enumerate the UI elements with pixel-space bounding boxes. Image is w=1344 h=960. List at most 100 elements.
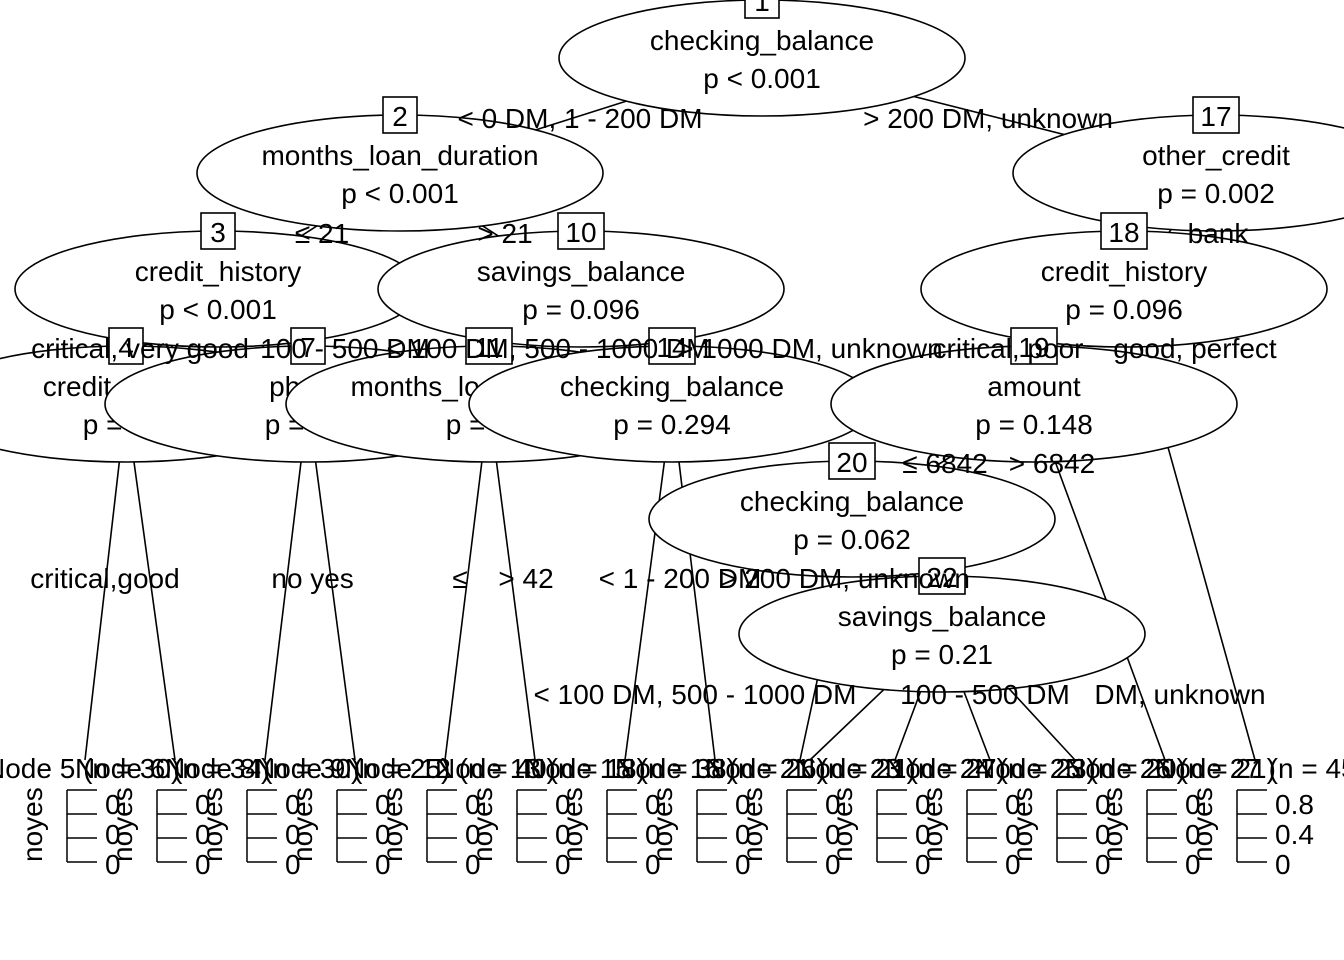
- bar-category-labels: noyes: [287, 787, 318, 862]
- terminal-node-label: Node 13 (n = 18): [435, 753, 646, 784]
- edge-line: [444, 403, 490, 761]
- bar-tick-label: 0: [915, 789, 931, 820]
- bar-tick-label: 0: [105, 849, 121, 880]
- edge-line: [84, 403, 127, 761]
- bar-tick-label: 0: [555, 819, 571, 850]
- edge-label: < 1 - 200 DM: [599, 563, 762, 594]
- edge-line: [1033, 403, 1166, 761]
- edge-label: critical, poor: [933, 333, 1084, 364]
- node-id-box: [828, 442, 876, 480]
- edge-line: [264, 403, 309, 761]
- bar-tick-label: 0: [1095, 849, 1111, 880]
- terminal-node-label: Node 12 (n = 40): [345, 753, 556, 784]
- bar-category-labels: noyes: [17, 787, 48, 862]
- bar-category-labels: noyes: [1187, 787, 1218, 862]
- bar-tick-label: 0: [1005, 789, 1021, 820]
- terminal-node-label: Node 21 (n = 21): [705, 753, 916, 784]
- node-p-value: p = 0.294: [613, 409, 731, 440]
- bar-tick-label: 0: [645, 819, 661, 850]
- node-id-box: [290, 327, 326, 365]
- edge-label: > 42: [498, 563, 553, 594]
- node-variable: credit_history: [1041, 256, 1208, 287]
- bar-tick-label: 0: [105, 819, 121, 850]
- node-variable: savings_balance: [838, 601, 1047, 632]
- node-variable: other_credit: [1142, 140, 1290, 171]
- bar-tick-label: 0.8: [1275, 789, 1314, 820]
- edge-label: ≤: [452, 563, 467, 594]
- bar-category-labels: noyes: [647, 787, 678, 862]
- bar-tick-label: 0: [1005, 849, 1021, 880]
- node-id-box: [200, 212, 236, 250]
- node-id-box: [648, 327, 696, 365]
- terminal-node-label: Node 9 (n = 25): [255, 753, 450, 784]
- edge-label: ≤ 6842: [902, 448, 987, 479]
- edge-label: critical,good: [30, 563, 179, 594]
- node-id: 7: [300, 332, 316, 363]
- node-variable: checking_balance: [740, 486, 964, 517]
- bar-tick-label: 0: [375, 789, 391, 820]
- node-id: 10: [565, 217, 596, 248]
- bar-tick-label: 0: [555, 849, 571, 880]
- bar-category-labels: noyes: [557, 787, 588, 862]
- node-id: 17: [1200, 101, 1231, 132]
- edge-line: [671, 403, 716, 761]
- edge-line: [307, 403, 356, 761]
- edge-label: > 1000 DM, unknown: [677, 333, 942, 364]
- node-p-value: p < 0.001: [159, 294, 277, 325]
- node-p-value: p = 0.096: [522, 294, 640, 325]
- edge-label: 100 - 500 DM: [900, 679, 1070, 710]
- terminal-node-label: Node 24 (n = 23): [885, 753, 1096, 784]
- terminal-node-label: Node 6 (n = 34): [75, 753, 270, 784]
- bar-tick-label: 0: [285, 849, 301, 880]
- node-id: 11: [474, 332, 503, 363]
- edge-label: > 21: [477, 218, 532, 249]
- bar-category-labels: noyes: [377, 787, 408, 862]
- node-p-value: p = 0.002: [1157, 178, 1275, 209]
- node-variable: checking_balance: [650, 25, 874, 56]
- terminal-node-label: Node 27 (n = 45): [1155, 753, 1344, 784]
- edge-label: > 200 DM, unknown: [720, 563, 970, 594]
- node-id: 22: [926, 562, 957, 593]
- node-id: 14: [656, 332, 687, 363]
- edge-label: ≤ 21: [295, 218, 349, 249]
- bar-tick-label: 0: [465, 819, 481, 850]
- node-id-box: [1100, 212, 1148, 250]
- bar-category-labels: noyes: [1007, 787, 1038, 862]
- bar-tick-label: 0: [195, 789, 211, 820]
- bar-tick-label: 0: [465, 849, 481, 880]
- edge-label: DM, unknown: [1094, 679, 1265, 710]
- edge-label: good, perfect: [1113, 333, 1277, 364]
- node-variable: credit_history: [135, 256, 302, 287]
- bar-category-labels: noyes: [737, 787, 768, 862]
- bar-tick-label: 0: [555, 789, 571, 820]
- bar-tick-label: 0: [735, 789, 751, 820]
- terminal-node-label: Node 5 (n = 30): [0, 753, 180, 784]
- node-id: 4: [118, 332, 134, 363]
- edge-labels: < 0 DM, 1 - 200 DM> 200 DM, unknown≤ 21>…: [30, 103, 1277, 710]
- bar-tick-label: 0: [375, 849, 391, 880]
- node-id: 1: [754, 0, 770, 17]
- bar-tick-label: 0: [1185, 789, 1201, 820]
- node-id-box: [918, 557, 966, 595]
- node-id-box: [108, 327, 144, 365]
- edge-label: < 100 DM, 500 - 1000 DM: [534, 679, 857, 710]
- bar-tick-label: 0: [1275, 849, 1291, 880]
